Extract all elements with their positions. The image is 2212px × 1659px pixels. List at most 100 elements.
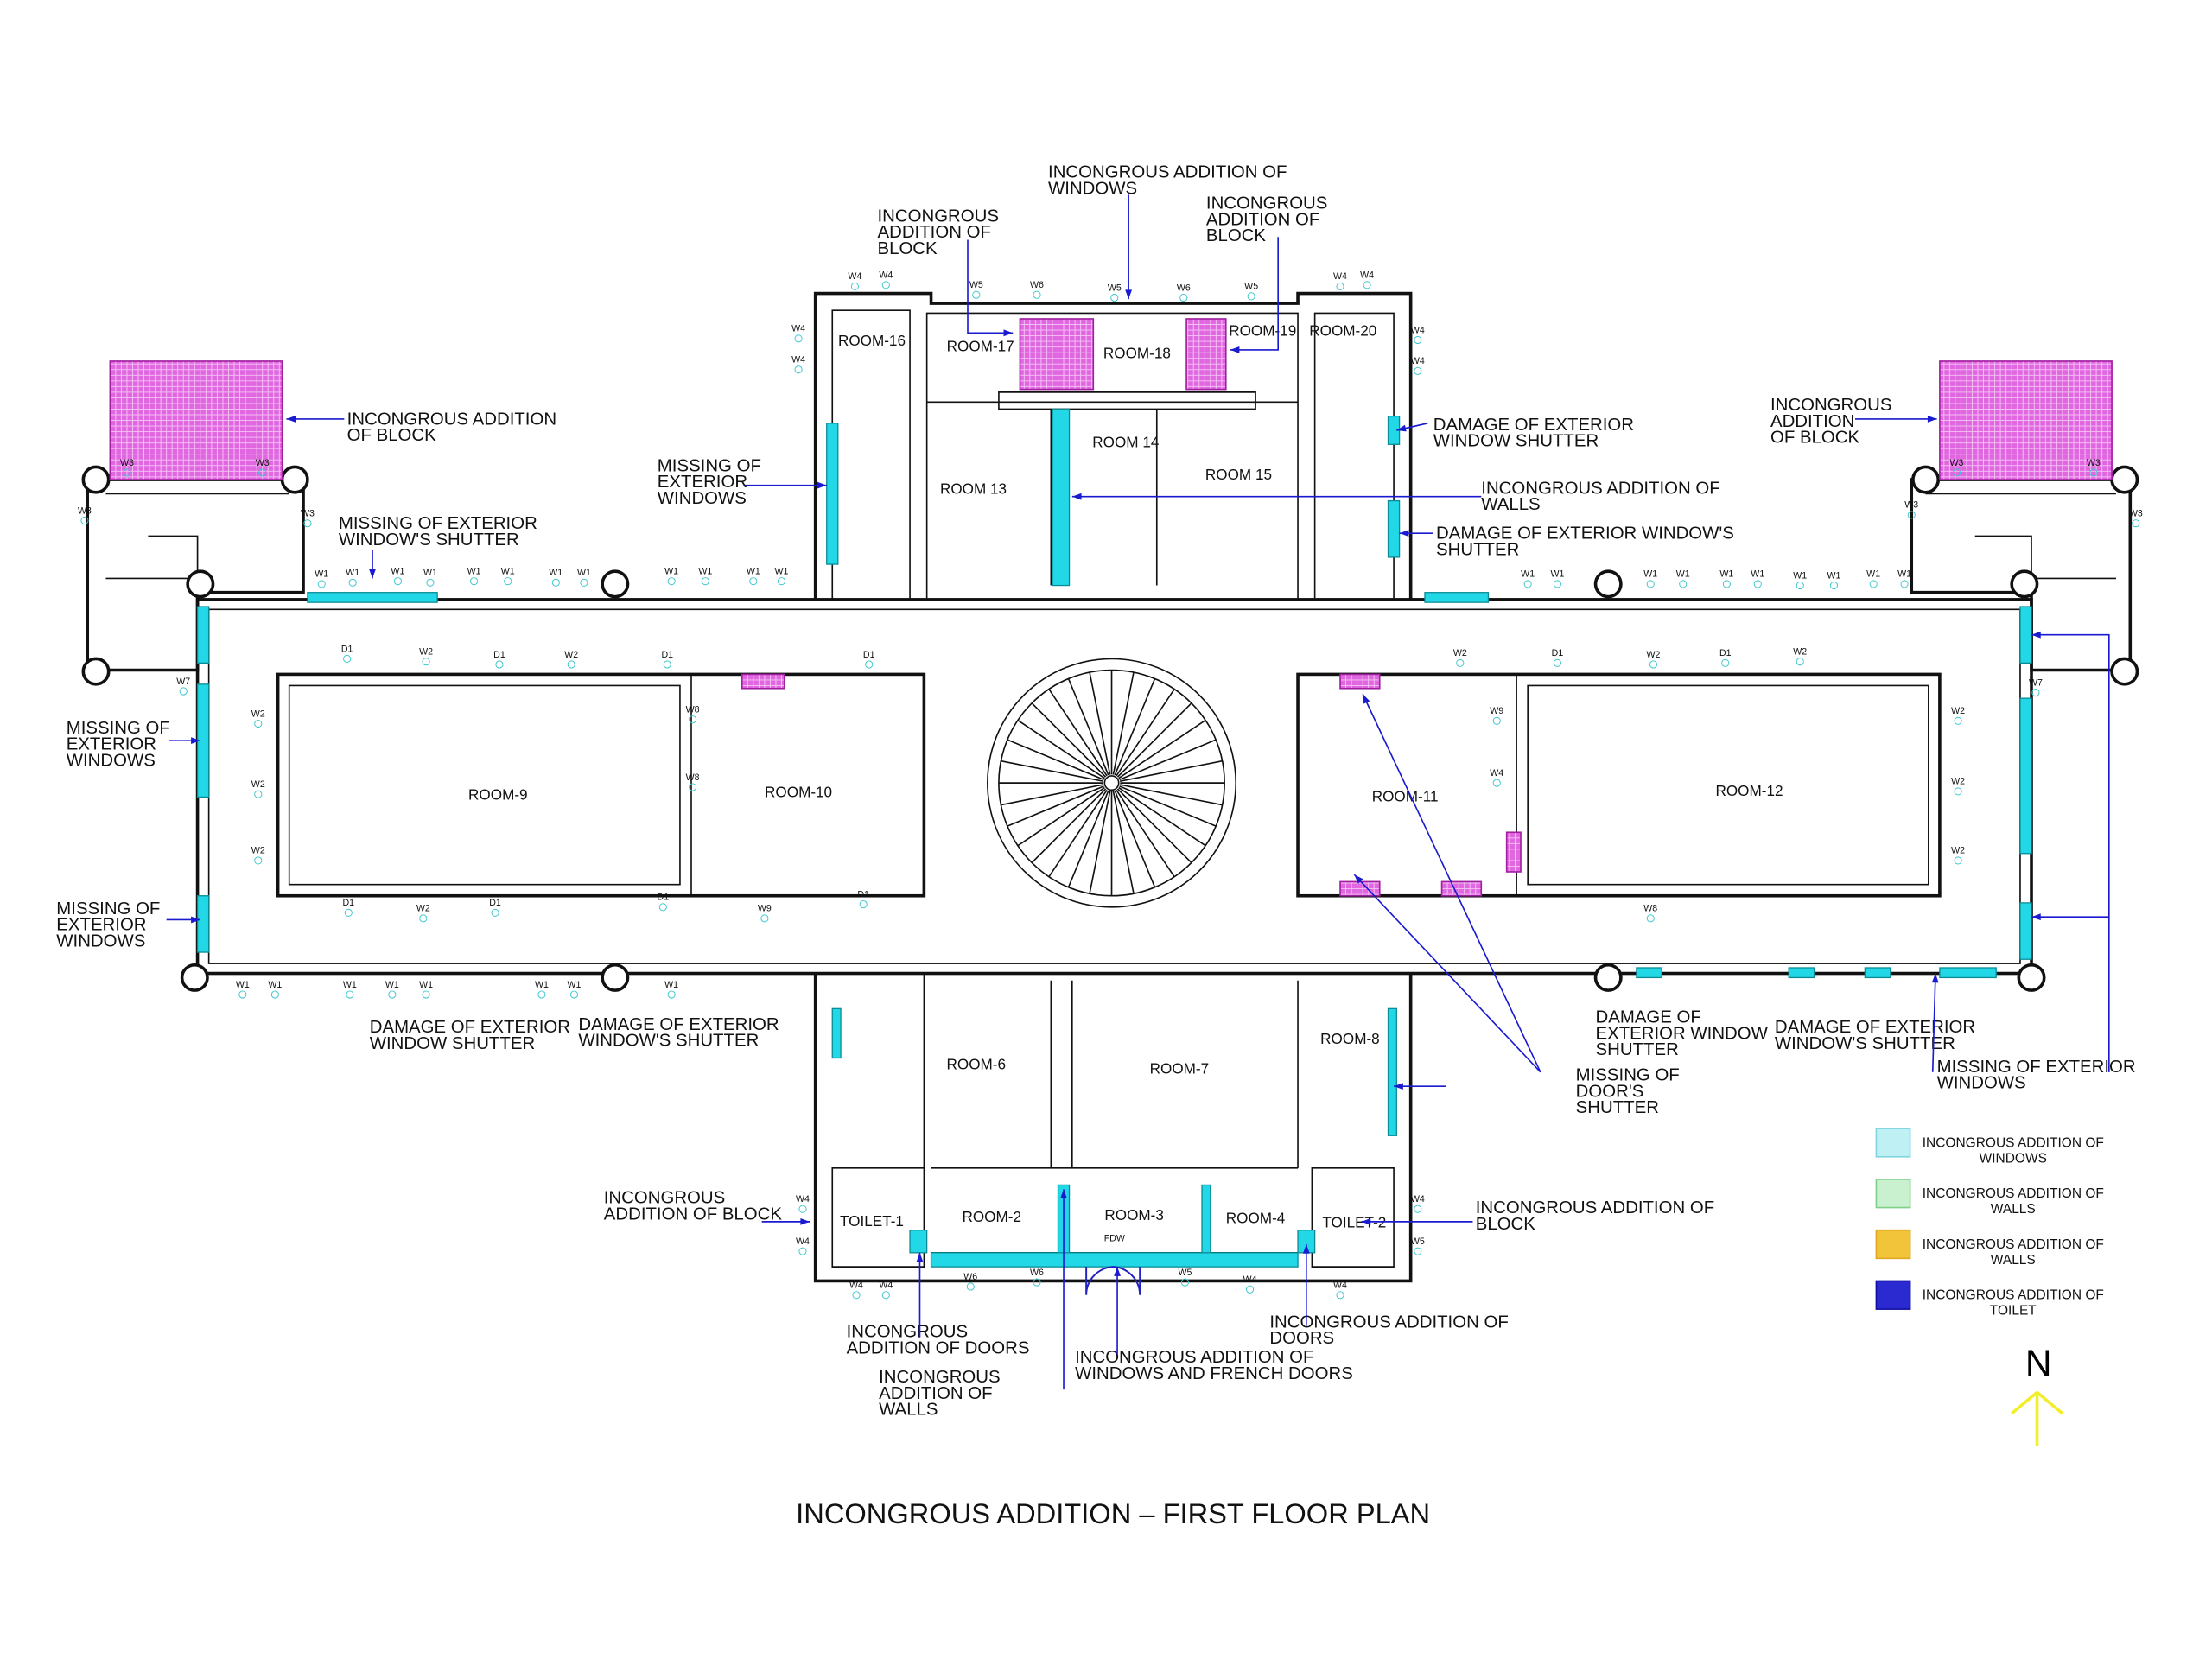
tag-bubble xyxy=(1952,468,1961,477)
annotation-label: WINDOWS xyxy=(56,932,145,951)
room-label: ROOM 13 xyxy=(940,480,1007,497)
tag-bubble xyxy=(859,899,868,909)
annotation-label: WINDOW SHUTTER xyxy=(1433,432,1599,451)
tag-bubble xyxy=(258,468,267,477)
tag-bubble xyxy=(567,660,575,669)
arrowhead-icon xyxy=(2031,913,2041,921)
annotation-label: OF BLOCK xyxy=(1770,429,1860,448)
arrowhead-icon xyxy=(1114,1267,1121,1276)
annotation-label: MISSING OF xyxy=(1576,1066,1680,1085)
window-tag: W4 xyxy=(1411,1194,1425,1205)
window-tag: W5 xyxy=(969,280,983,290)
stair-tread xyxy=(1001,760,1104,783)
window-tag: W4 xyxy=(1490,768,1503,779)
legend-label: WINDOWS xyxy=(1980,1151,2047,1166)
window-tag: W3 xyxy=(256,458,270,468)
tag-bubble xyxy=(254,856,263,865)
annotation-label: WINDOWS xyxy=(658,489,747,508)
annotation-label: INCONGROUS ADDITION OF xyxy=(1075,1348,1313,1367)
annotation-label: MISSING OF xyxy=(56,899,160,918)
room-label: ROOM-16 xyxy=(838,332,906,349)
tag-bubble xyxy=(1492,716,1501,725)
window-tag: W3 xyxy=(2087,458,2101,468)
window-tag: W9 xyxy=(1490,706,1503,716)
window-tag: W4 xyxy=(791,324,805,334)
tag-bubble xyxy=(348,578,357,587)
tag-bubble xyxy=(346,990,354,999)
annotation-label: INCONGROUS ADDITION OF xyxy=(1048,163,1287,182)
tag-bubble xyxy=(1753,580,1762,588)
annotation-label: EXTERIOR xyxy=(658,473,747,492)
annotation-label: EXTERIOR WINDOW xyxy=(1596,1024,1769,1043)
tag-bubble xyxy=(393,577,402,586)
rotunda-staircase xyxy=(987,658,1237,908)
tag-bubble xyxy=(1954,716,1962,725)
annotation-label: SHUTTER xyxy=(1436,540,1519,559)
legend-swatch xyxy=(1875,1280,1911,1310)
annotation-label: INCONGROUS xyxy=(847,1323,968,1342)
tag-bubble xyxy=(1414,335,1422,345)
annotation-label: DAMAGE OF EXTERIOR WINDOW'S xyxy=(1436,524,1734,543)
arrowhead-icon xyxy=(1363,694,1370,704)
window-tag: W2 xyxy=(564,650,578,660)
window-tag: W5 xyxy=(1178,1268,1192,1278)
stair-tread xyxy=(1017,786,1105,847)
stair-tread xyxy=(1119,784,1223,806)
tag-bubble xyxy=(344,908,353,917)
tag-bubble xyxy=(1679,580,1688,588)
tag-bubble xyxy=(1247,292,1255,301)
tag-bubble xyxy=(1649,660,1658,669)
tag-bubble xyxy=(317,580,326,588)
tag-bubble xyxy=(798,1247,807,1255)
tag-bubble xyxy=(749,577,758,586)
window-tag: W1 xyxy=(1793,570,1807,581)
tag-bubble xyxy=(1553,658,1562,667)
annotation-label: OF BLOCK xyxy=(347,426,437,445)
tag-bubble xyxy=(426,578,435,587)
stair-tread xyxy=(1118,786,1206,847)
arrowhead-icon xyxy=(817,481,827,489)
tag-bubble xyxy=(1869,580,1878,588)
annotation-label: WINDOWS xyxy=(1937,1074,2026,1093)
window-tag: W6 xyxy=(1030,280,1044,290)
legend-label: INCONGROUS ADDITION OF xyxy=(1923,1135,2104,1150)
arrowhead-icon xyxy=(1399,530,1409,537)
window-tag: W3 xyxy=(120,458,134,468)
annotation-label: WALLS xyxy=(1481,495,1540,514)
tag-bubble xyxy=(238,990,247,999)
window-tag: W1 xyxy=(1676,569,1690,580)
window-tag: W1 xyxy=(1550,569,1564,580)
window-tag: W3 xyxy=(301,509,315,519)
legend: INCONGROUS ADDITION OFWINDOWSINCONGROUS … xyxy=(1875,1128,2104,1319)
window-tag: W4 xyxy=(879,1281,893,1291)
tag-bubble xyxy=(80,516,89,525)
annotation-label: INCONGROUS ADDITION OF xyxy=(1481,479,1719,498)
annotation-label: INCONGROUS xyxy=(878,207,999,226)
window-tag: W1 xyxy=(1643,569,1657,580)
annotation-label: WINDOW SHUTTER xyxy=(370,1034,535,1053)
window-tag: W3 xyxy=(2129,509,2143,519)
legend-label: INCONGROUS ADDITION OF xyxy=(1923,1237,2104,1252)
stair-tread xyxy=(1114,790,1156,888)
window-tag: W3 xyxy=(1904,500,1918,511)
tag-bubble xyxy=(419,914,428,923)
legend-swatch xyxy=(1875,1179,1911,1209)
window-tag: W1 xyxy=(549,568,563,578)
annotation-label: ADDITION OF xyxy=(879,1384,992,1403)
window-tag: W2 xyxy=(1951,706,1965,716)
window-tag: W1 xyxy=(346,568,359,578)
tag-bubble xyxy=(1414,1205,1422,1213)
tag-bubble xyxy=(580,578,588,587)
window-tag: W3 xyxy=(78,505,92,516)
annotation-label: ADDITION xyxy=(1770,412,1854,431)
tag-bubble xyxy=(1829,581,1839,590)
window-tag: W1 xyxy=(501,566,515,576)
leader-line xyxy=(967,239,1014,334)
tag-bubble xyxy=(2031,689,2040,697)
tag-bubble xyxy=(254,719,263,728)
tag-bubble xyxy=(1179,293,1188,302)
annotation-label: DAMAGE OF EXTERIOR xyxy=(1775,1018,1975,1037)
annotation-label: INCONGROUS xyxy=(879,1368,1000,1387)
tag-bubble xyxy=(966,1282,975,1291)
tag-bubble xyxy=(270,990,279,999)
